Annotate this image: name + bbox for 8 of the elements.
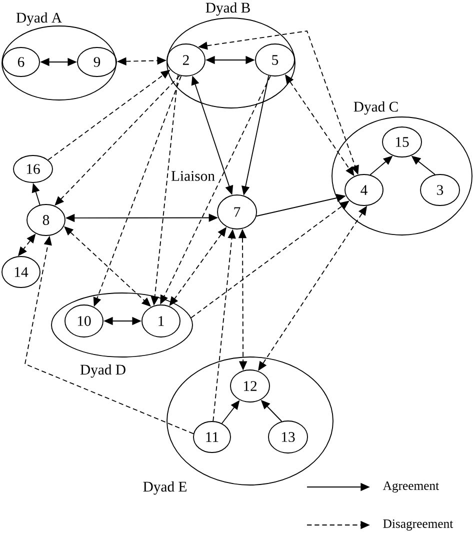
node-caption: Liaison xyxy=(171,171,215,181)
group-label: Dyad D xyxy=(80,364,126,378)
group-label: Dyad B xyxy=(206,2,250,16)
legend-label: Disagreement xyxy=(383,519,454,531)
group-label: Dyad A xyxy=(16,12,62,26)
group-label: Dyad C xyxy=(354,101,398,115)
legend-label: Agreement xyxy=(382,481,440,493)
group-label: Dyad E xyxy=(143,481,186,495)
